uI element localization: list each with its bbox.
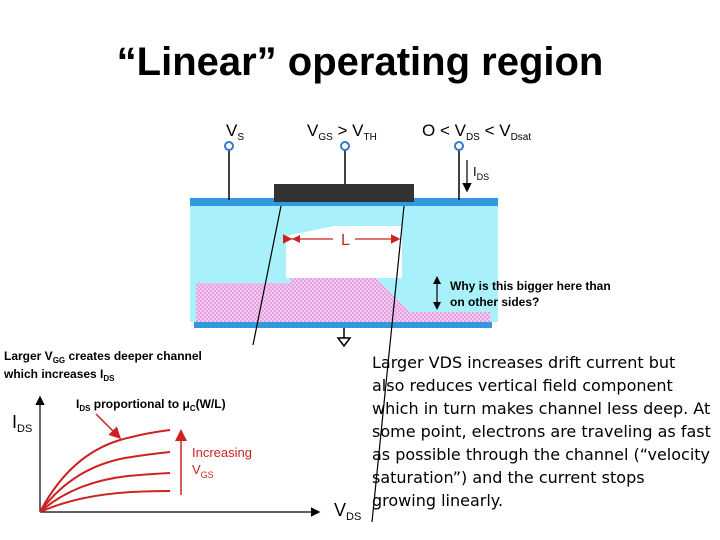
ids-curve-2	[39, 451, 171, 513]
ids-current-label: IDS	[473, 164, 489, 182]
increasing-vgs-label: VGS	[192, 462, 214, 480]
channel-length-label: L	[341, 232, 350, 249]
bulk-contact	[194, 322, 492, 328]
pointer-line-left	[252, 205, 282, 346]
graph-note-line-2: which increases IDS	[3, 367, 115, 383]
slide-title: “Linear” operating region	[116, 40, 604, 84]
drain-region	[402, 198, 498, 206]
vgs-label: VGS > VTH	[307, 121, 377, 143]
depletion-region	[196, 250, 490, 322]
ids-curve-3	[39, 472, 171, 513]
graph-note-line-1: Larger VGG creates deeper channel	[4, 349, 202, 365]
gate-terminal	[340, 141, 350, 151]
question-line-2: on other sides?	[450, 295, 539, 309]
gate-electrode	[274, 184, 414, 202]
ids-curve-4	[39, 490, 171, 513]
question-line-1: Why is this bigger here than	[450, 279, 611, 293]
pointer-line-right	[371, 205, 405, 523]
drain-terminal	[454, 141, 464, 151]
vds-label: O < VDS < VDsat	[422, 121, 531, 143]
vs-label: VS	[226, 121, 244, 143]
graph-y-label: IDS	[12, 412, 32, 435]
ground-icon	[336, 337, 352, 348]
increasing-label: Increasing	[192, 445, 252, 460]
explanation-text: Larger VDS increases drift current but a…	[372, 353, 711, 510]
channel-cavity	[286, 226, 402, 278]
source-region	[190, 198, 286, 206]
proportional-pointer	[95, 413, 122, 440]
channel-wedge	[286, 212, 402, 236]
ids-curve-1	[39, 429, 171, 513]
gate-oxide	[274, 200, 414, 206]
proportional-note: IDS proportional to μC(W/L)	[76, 397, 226, 413]
source-terminal	[224, 141, 234, 151]
graph-x-label: VDS	[334, 500, 361, 523]
